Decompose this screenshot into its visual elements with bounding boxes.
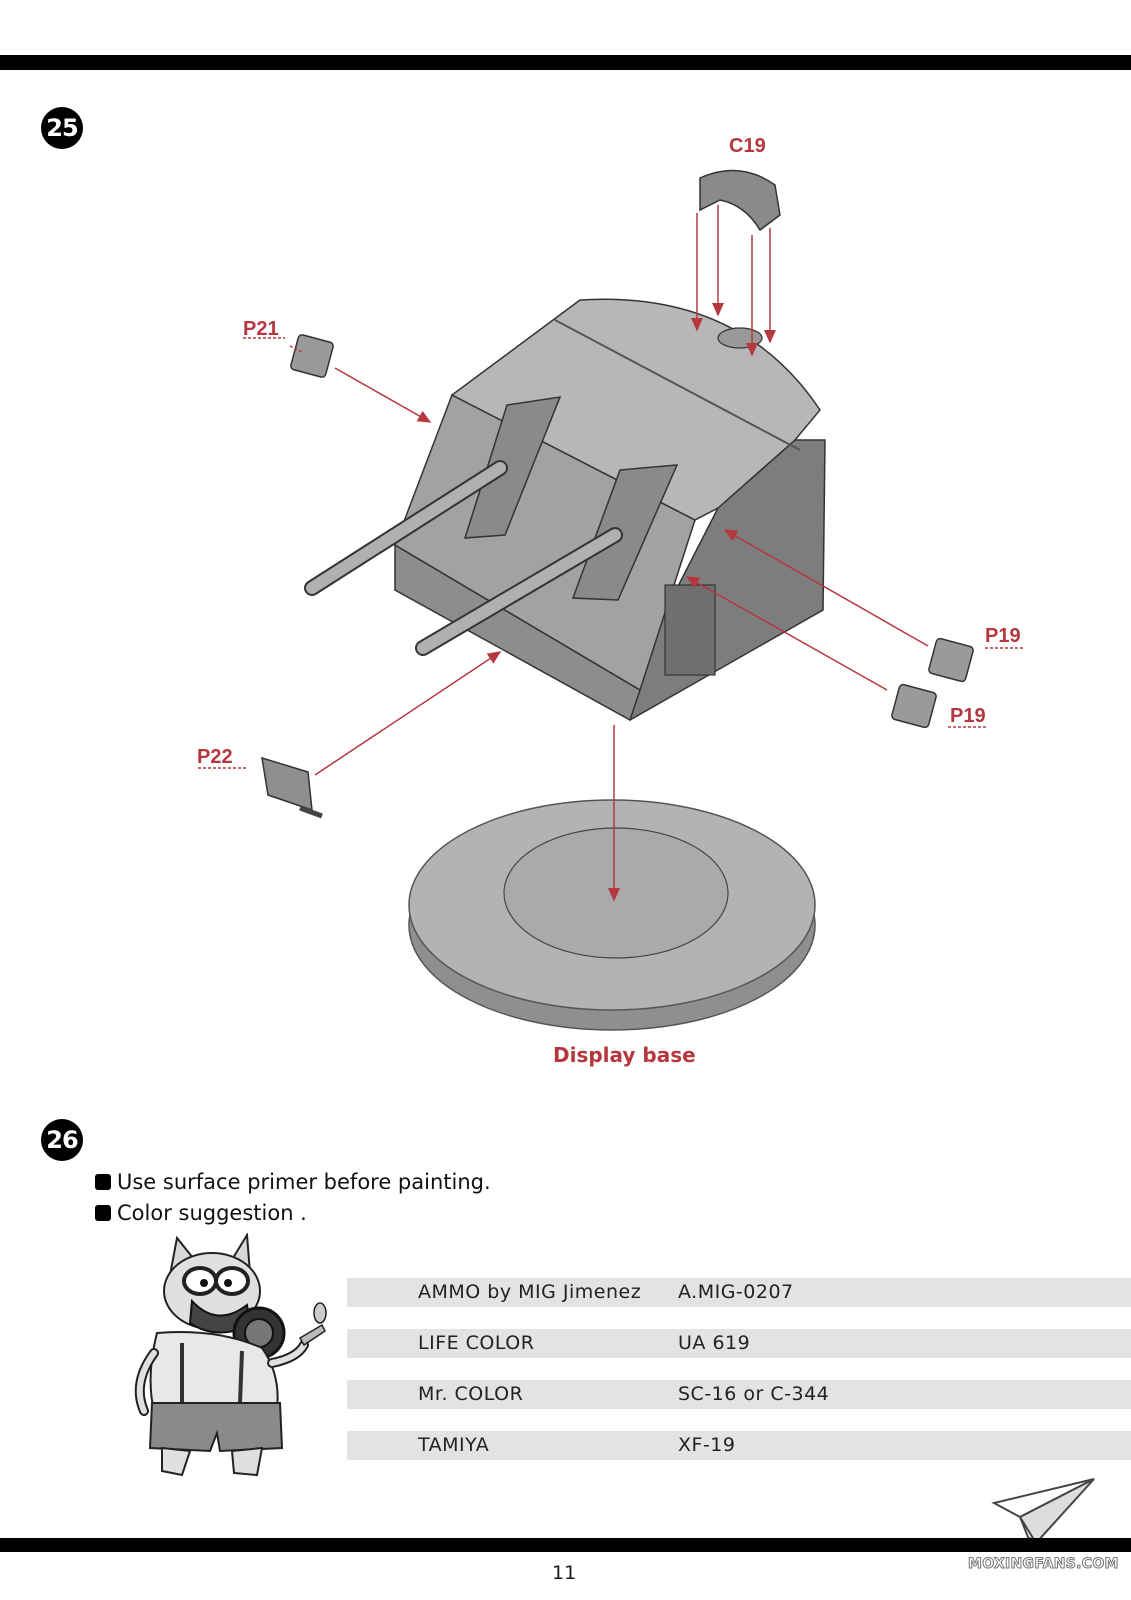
note-color-suggestion: Color suggestion . xyxy=(95,1197,491,1228)
display-base-label: Display base xyxy=(553,1043,696,1067)
table-row: Mr. COLOR SC-16 or C-344 xyxy=(347,1380,1131,1409)
assembly-arrows xyxy=(198,205,1024,902)
step-26-badge: 26 xyxy=(41,1119,83,1161)
part-label-p19-lower: P19 xyxy=(950,705,986,727)
paint-brand: AMMO by MIG Jimenez xyxy=(418,1281,642,1303)
part-label-c19: C19 xyxy=(729,135,766,157)
table-row: AMMO by MIG Jimenez A.MIG-0207 xyxy=(347,1278,1131,1307)
p22-part xyxy=(261,756,323,819)
table-row: TAMIYA XF-19 xyxy=(347,1431,1131,1460)
turret-part xyxy=(304,298,826,722)
painting-notes: Use surface primer before painting. Colo… xyxy=(95,1166,491,1228)
note-primer: Use surface primer before painting. xyxy=(95,1166,491,1197)
c19-part xyxy=(699,169,781,232)
display-base-part xyxy=(408,799,816,1031)
paint-code: XF-19 xyxy=(678,1434,736,1456)
assembly-diagram xyxy=(198,169,1024,1031)
paint-code: A.MIG-0207 xyxy=(678,1281,794,1303)
page-number: 11 xyxy=(552,1562,577,1584)
bullet-icon xyxy=(95,1173,111,1190)
p19-upper-part xyxy=(928,637,974,683)
paint-brand: Mr. COLOR xyxy=(418,1383,524,1405)
paper-plane-logo xyxy=(991,1478,1095,1545)
watermark-text: MOXINGFANS.COM xyxy=(968,1556,1119,1573)
note-color-text: Color suggestion . xyxy=(117,1200,307,1225)
part-label-p21: P21 xyxy=(243,318,279,340)
part-label-p22: P22 xyxy=(197,746,233,768)
p19-lower-part xyxy=(891,683,937,729)
note-primer-text: Use surface primer before painting. xyxy=(117,1169,491,1194)
paint-code: UA 619 xyxy=(678,1332,751,1354)
bullet-icon xyxy=(95,1204,111,1221)
paint-brand: TAMIYA xyxy=(418,1434,490,1456)
table-row: LIFE COLOR UA 619 xyxy=(347,1329,1131,1358)
top-rule xyxy=(0,55,1131,70)
part-label-p19-upper: P19 xyxy=(985,625,1021,647)
p21-part xyxy=(290,334,334,378)
paint-code: SC-16 or C-344 xyxy=(678,1383,830,1405)
color-suggestion-table: AMMO by MIG Jimenez A.MIG-0207 LIFE COLO… xyxy=(347,1278,1131,1482)
mascot-illustration xyxy=(134,1233,327,1477)
paint-brand: LIFE COLOR xyxy=(418,1332,535,1354)
step-25-badge: 25 xyxy=(41,107,83,149)
bottom-rule xyxy=(0,1538,1131,1552)
